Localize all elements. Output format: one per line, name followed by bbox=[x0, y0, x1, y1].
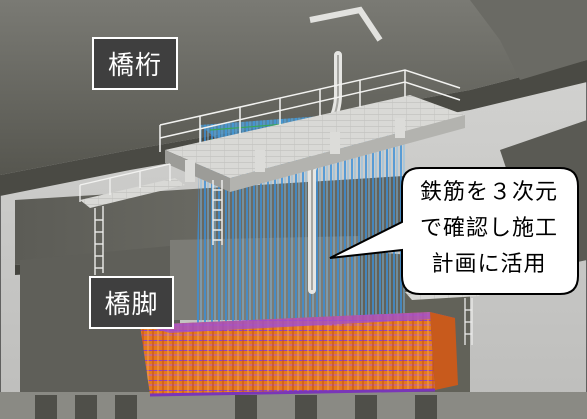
overhead-pipe bbox=[309, 6, 383, 42]
footing-rebar-cage bbox=[140, 312, 435, 395]
pier-label: 橋脚 bbox=[89, 276, 174, 329]
left-railing bbox=[79, 163, 171, 202]
work-platform bbox=[165, 95, 465, 178]
left-platform bbox=[80, 178, 185, 208]
ladder-right bbox=[464, 298, 473, 345]
platform-brackets bbox=[185, 118, 405, 182]
ladder-main bbox=[212, 180, 223, 245]
callout-text: 鉄筋を３次元 で確認し施工 計画に活用 bbox=[419, 180, 558, 277]
ladder-left bbox=[94, 206, 104, 275]
girder-label: 橋桁 bbox=[92, 37, 178, 90]
callout-bubble bbox=[329, 167, 579, 295]
piles bbox=[35, 395, 437, 419]
ground bbox=[0, 392, 587, 419]
platform-railing bbox=[159, 69, 461, 152]
girder-flange bbox=[470, 0, 587, 80]
